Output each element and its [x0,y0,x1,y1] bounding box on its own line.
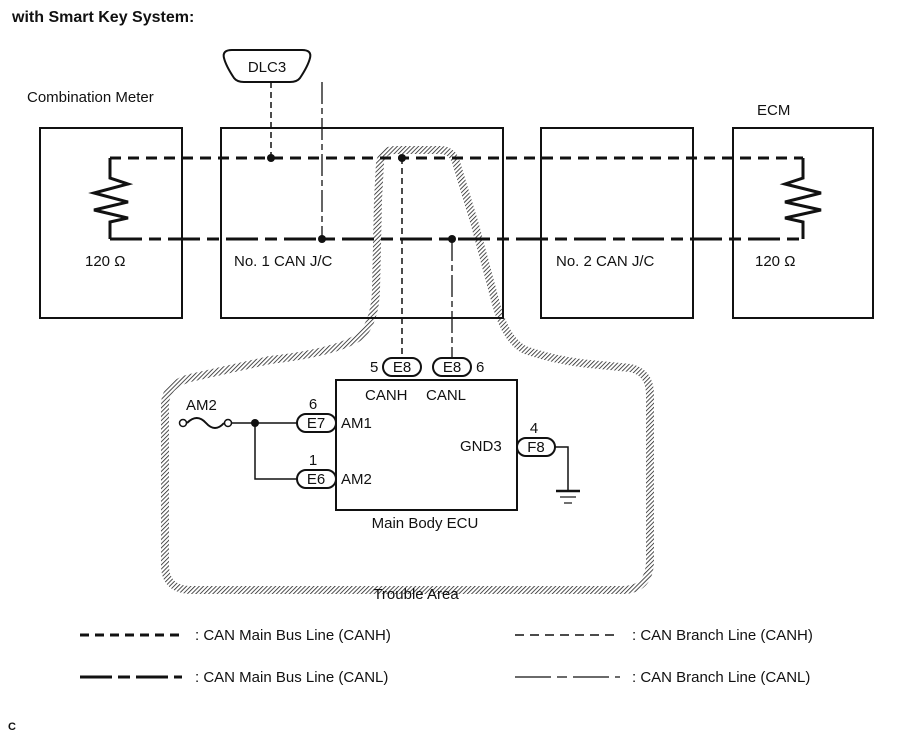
fuse-terminal-right [223,418,233,428]
main-body-ecu-box [335,379,518,511]
connector-e7-id: E7 [307,415,325,432]
trouble-area-label: Trouble Area [373,586,459,603]
main-body-ecu-label: Main Body ECU [372,515,479,532]
footer-code: C [8,721,16,733]
pin-am1-number: 6 [309,396,317,413]
combination-meter-box [39,127,183,319]
connector-e8-canl [432,357,472,377]
fuse-label: AM2 [186,397,217,414]
pin-canl-number: 6 [476,359,484,376]
resistor-left-icon [88,158,134,239]
pin-gnd3-number: 4 [530,420,538,437]
legend: : CAN Main Bus Line (CANH) : CAN Branch … [80,627,813,686]
ecm-label: ECM [757,102,790,119]
legend-label-branch-canh: : CAN Branch Line (CANH) [632,627,813,644]
pin-canl-label: CANL [426,387,466,404]
fuse-terminal-left [178,418,188,428]
connector-e6-id: E6 [307,471,325,488]
legend-label-main-canl: : CAN Main Bus Line (CANL) [195,669,388,686]
pin-am1-label: AM1 [341,415,372,432]
connector-f8-id: F8 [527,439,545,456]
am2-wire [254,423,297,480]
jc2-label: No. 2 CAN J/C [556,253,655,270]
pin-am2-number: 1 [309,452,317,469]
jc1-label: No. 1 CAN J/C [234,253,333,270]
legend-label-main-canh: : CAN Main Bus Line (CANH) [195,627,391,644]
ground-wire [555,446,569,491]
ecm-box [732,127,874,319]
connector-e8-canl-id: E8 [443,359,461,376]
fuse-icon [186,417,225,429]
resistor-right-label: 120 Ω [755,253,795,270]
ground-icon [556,489,580,504]
connector-e8-canh [382,357,422,377]
connector-e8-canh-id: E8 [393,359,411,376]
dlc3-label: DLC3 [248,59,286,76]
resistor-left-label: 120 Ω [85,253,125,270]
legend-label-branch-canl: : CAN Branch Line (CANL) [632,669,810,686]
junction-dot-dlc3-canl [318,235,326,243]
combination-meter-label: Combination Meter [27,89,154,106]
diagram-title: with Smart Key System: [11,9,194,26]
pin-gnd3-label: GND3 [460,438,502,455]
dlc3-connector [222,49,312,83]
jc1-box [220,127,504,319]
resistor-right-icon [779,158,822,239]
jc2-box [540,127,694,319]
connector-e7 [296,413,337,433]
pin-canh-number: 5 [370,359,378,376]
pin-am2-label: AM2 [341,471,372,488]
connector-e6 [296,469,337,489]
pin-canh-label: CANH [365,387,408,404]
junction-dot-dlc3-canh [267,154,275,162]
